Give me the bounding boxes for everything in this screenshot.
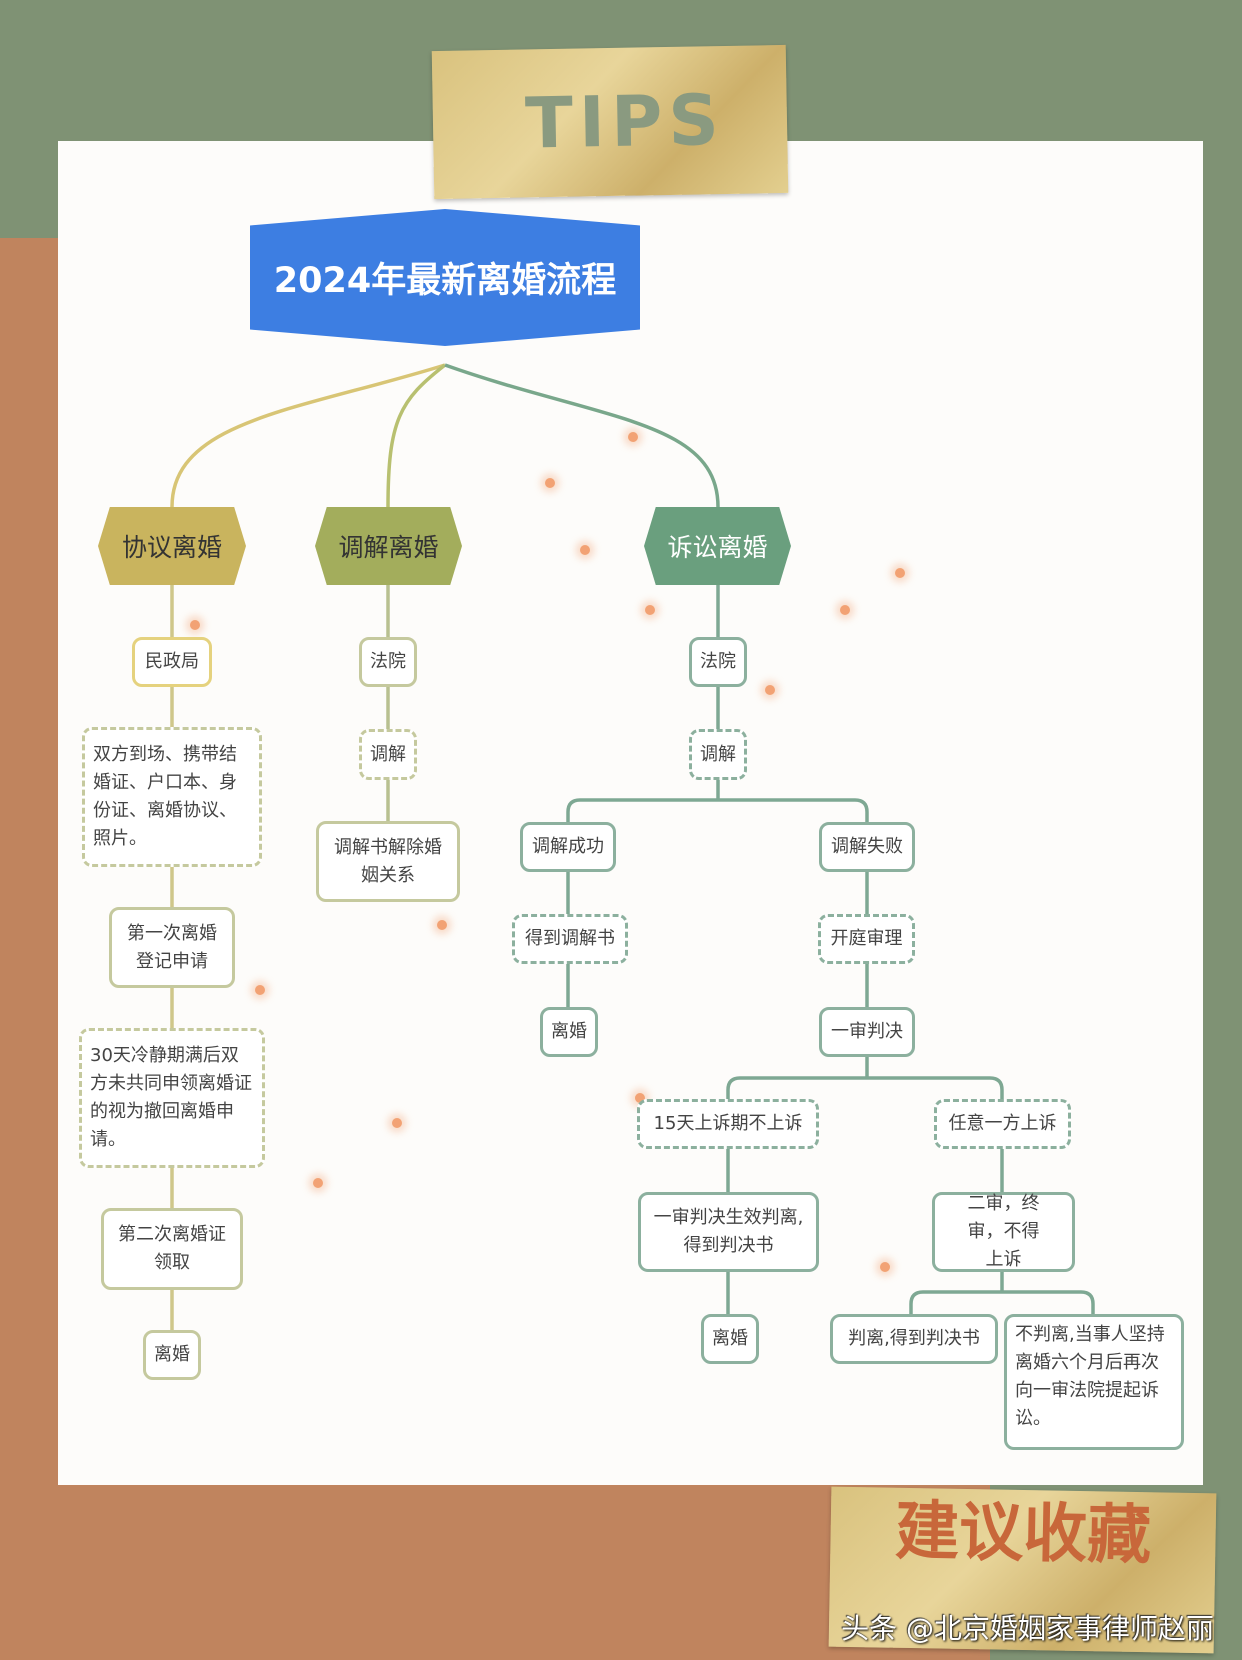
decor-dot xyxy=(580,545,590,555)
decor-dot xyxy=(880,1262,890,1272)
decor-dot xyxy=(628,432,638,442)
background-orange-bottom xyxy=(0,1485,990,1660)
node: 离婚 xyxy=(540,1007,598,1057)
node: 开庭审理 xyxy=(818,914,915,964)
node: 调解失败 xyxy=(819,822,915,872)
node: 双方到场、携带结婚证、户口本、身份证、离婚协议、照片。 xyxy=(82,727,262,867)
node: 二审，终审，不得上诉 xyxy=(932,1192,1075,1272)
decor-dot xyxy=(645,605,655,615)
decor-dot xyxy=(840,605,850,615)
decor-dot xyxy=(545,478,555,488)
branch-litigation: 诉讼离婚 xyxy=(644,507,791,585)
node: 调解 xyxy=(689,729,747,780)
node: 法院 xyxy=(359,637,417,687)
node: 民政局 xyxy=(132,637,212,687)
decor-dot xyxy=(635,1093,645,1103)
node: 得到调解书 xyxy=(512,914,628,964)
tips-banner: TIPS xyxy=(431,44,789,200)
decor-dot xyxy=(437,920,447,930)
node: 15天上诉期不上诉 xyxy=(637,1099,819,1149)
node: 调解成功 xyxy=(520,822,616,872)
node: 一审判决 xyxy=(819,1007,915,1057)
node: 第二次离婚证领取 xyxy=(101,1208,243,1290)
node: 调解 xyxy=(359,729,417,780)
node: 法院 xyxy=(689,637,747,687)
decor-dot xyxy=(190,620,200,630)
decor-dot xyxy=(765,685,775,695)
node: 一审判决生效判离,得到判决书 xyxy=(638,1192,819,1272)
node: 调解书解除婚姻关系 xyxy=(316,821,460,902)
decor-dot xyxy=(255,985,265,995)
node: 30天冷静期满后双方未共同申领离婚证的视为撤回离婚申请。 xyxy=(79,1028,265,1168)
branch-agreement: 协议离婚 xyxy=(98,507,246,585)
branch-mediation: 调解离婚 xyxy=(315,507,462,585)
node: 判离,得到判决书 xyxy=(830,1314,998,1364)
watermark: 头条 @北京婚姻家事律师赵丽 xyxy=(841,1612,1214,1645)
decor-dot xyxy=(313,1178,323,1188)
node: 不判离,当事人坚持离婚六个月后再次向一审法院提起诉讼。 xyxy=(1004,1314,1184,1450)
node: 任意一方上诉 xyxy=(934,1099,1071,1149)
node: 第一次离婚登记申请 xyxy=(109,907,235,988)
node: 离婚 xyxy=(143,1330,201,1380)
diagram-title: 2024年最新离婚流程 xyxy=(250,209,640,346)
decor-dot xyxy=(895,568,905,578)
decor-dot xyxy=(392,1118,402,1128)
node: 离婚 xyxy=(701,1314,759,1364)
